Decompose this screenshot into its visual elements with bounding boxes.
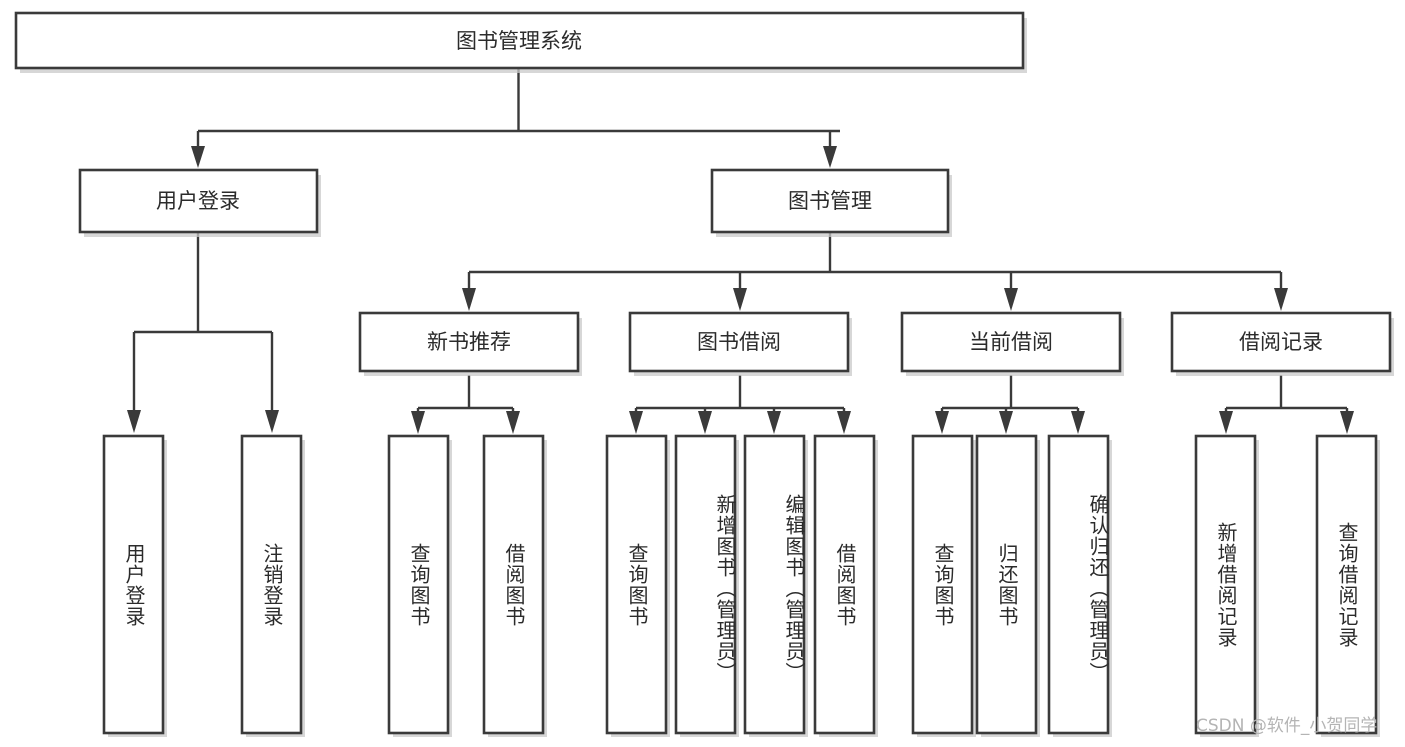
node-book-management-label: 图书管理 — [788, 189, 872, 213]
connector-group-user-login — [127, 232, 279, 433]
node-root-label: 图书管理系统 — [456, 29, 582, 53]
connector-group-book-mgmt — [462, 232, 1288, 311]
leaf-borrow-1-rect[interactable] — [605, 434, 668, 735]
node-book-management[interactable]: 图书管理 — [710, 168, 952, 237]
node-book-management-rect[interactable] — [710, 168, 950, 234]
arrow-newbooks-leaf-2 — [506, 411, 520, 434]
node-current-borrow-rect[interactable] — [900, 311, 1122, 373]
arrow-newbooks-leaf-1 — [411, 411, 425, 434]
connector-group-borrow — [629, 375, 851, 434]
arrow-current-leaf-2 — [999, 411, 1013, 434]
node-root[interactable]: 图书管理系统 — [14, 11, 1027, 73]
leaf-borrow-group — [605, 434, 878, 737]
connector-group-new-books — [411, 375, 520, 434]
arrow-records-leaf-1 — [1219, 411, 1233, 434]
arrow-borrow-leaf-2 — [698, 411, 712, 434]
connector-group-root — [191, 68, 840, 168]
arrow-borrow-leaf-3 — [767, 411, 781, 434]
node-current-borrow[interactable]: 当前借阅 — [900, 311, 1124, 376]
node-borrow-records[interactable]: 借阅记录 — [1170, 311, 1394, 376]
leaf-borrow-4-rect[interactable] — [813, 434, 876, 735]
node-user-login-rect[interactable] — [78, 168, 319, 234]
node-user-login[interactable]: 用户登录 — [78, 168, 321, 237]
arrow-bookmgmt-records — [1274, 288, 1288, 311]
leaf-current-3-rect[interactable] — [1047, 434, 1110, 735]
leaf-records-1-rect[interactable] — [1194, 434, 1257, 735]
arrow-bookmgmt-borrow — [733, 288, 747, 311]
connector-group-records — [1219, 375, 1354, 434]
node-borrow-records-rect[interactable] — [1170, 311, 1392, 373]
leaf-current-group — [911, 434, 1112, 737]
node-new-book-recommend-label: 新书推荐 — [427, 330, 511, 354]
leaf-borrow-2-rect[interactable] — [674, 434, 737, 735]
leaf-current-1-rect[interactable] — [911, 434, 974, 735]
leaf-user-login-group — [102, 434, 305, 737]
arrow-login-leaf-2 — [265, 410, 279, 433]
arrow-borrow-leaf-1 — [629, 411, 643, 434]
leaf-new-books-group — [387, 434, 547, 737]
node-book-borrow-label: 图书借阅 — [697, 330, 781, 354]
arrow-current-leaf-1 — [935, 411, 949, 434]
csdn-watermark: CSDN @软件_小贺同学 — [1196, 716, 1377, 736]
leaf-new-books-2-rect[interactable] — [482, 434, 545, 735]
node-book-borrow[interactable]: 图书借阅 — [628, 311, 852, 376]
arrow-root-to-login — [191, 146, 205, 168]
arrow-bookmgmt-newbooks — [462, 288, 476, 311]
node-new-book-recommend[interactable]: 新书推荐 — [358, 311, 582, 376]
leaf-records-2-rect[interactable] — [1315, 434, 1378, 735]
node-root-rect[interactable] — [14, 11, 1025, 70]
leaf-new-books-1-rect[interactable] — [387, 434, 450, 735]
leaf-borrow-3-rect[interactable] — [743, 434, 806, 735]
arrow-current-leaf-3 — [1071, 411, 1085, 434]
arrow-borrow-leaf-4 — [837, 411, 851, 434]
arrow-root-to-bookmgmt — [823, 146, 837, 168]
arrow-bookmgmt-current — [1004, 288, 1018, 311]
leaf-records-group — [1194, 434, 1380, 737]
node-borrow-records-label: 借阅记录 — [1239, 330, 1323, 354]
arrow-login-leaf-1 — [127, 410, 141, 433]
leaf-user-login-2-rect[interactable] — [240, 434, 303, 735]
arrow-records-leaf-2 — [1340, 411, 1354, 434]
connector-group-current — [935, 375, 1085, 434]
leaf-user-login-1-rect[interactable] — [102, 434, 165, 735]
leaf-current-2-rect[interactable] — [975, 434, 1038, 735]
node-user-login-label: 用户登录 — [156, 189, 240, 213]
node-current-borrow-label: 当前借阅 — [969, 330, 1053, 354]
node-book-borrow-rect[interactable] — [628, 311, 850, 373]
node-new-book-recommend-rect[interactable] — [358, 311, 580, 373]
